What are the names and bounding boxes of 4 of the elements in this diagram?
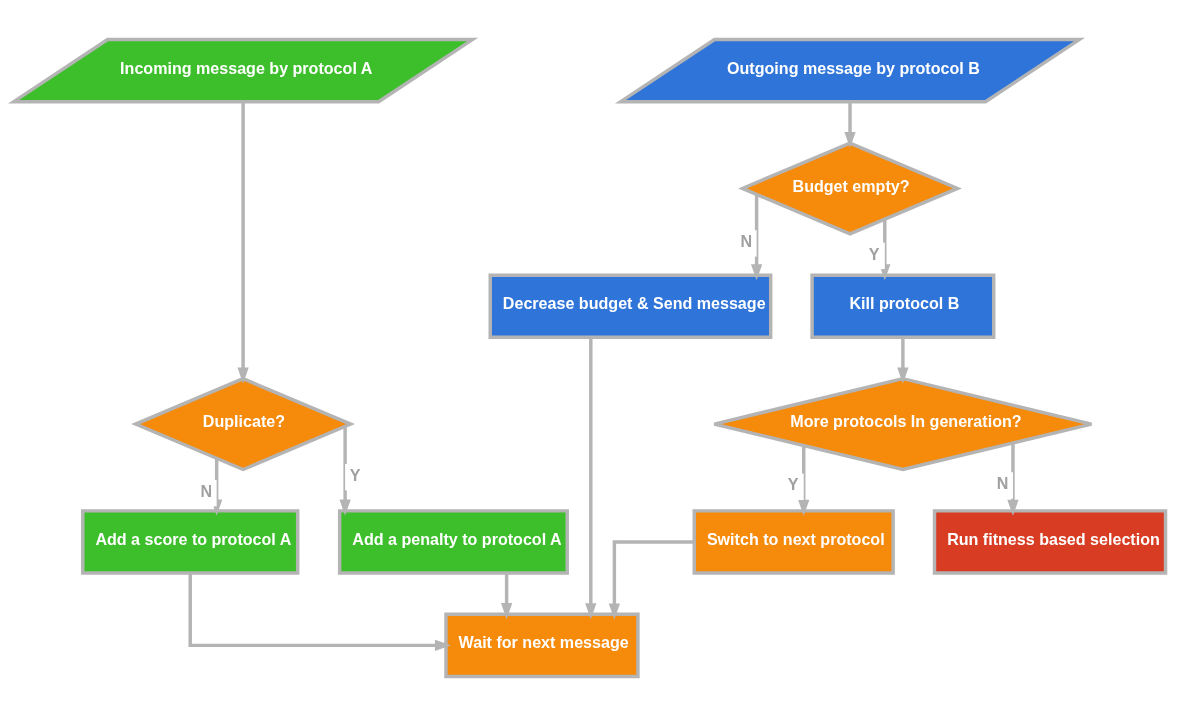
edge-label: Y bbox=[868, 244, 880, 263]
edge-label: N bbox=[200, 481, 213, 500]
edge-label: Y bbox=[787, 475, 799, 494]
edge-label: N bbox=[996, 474, 1009, 493]
